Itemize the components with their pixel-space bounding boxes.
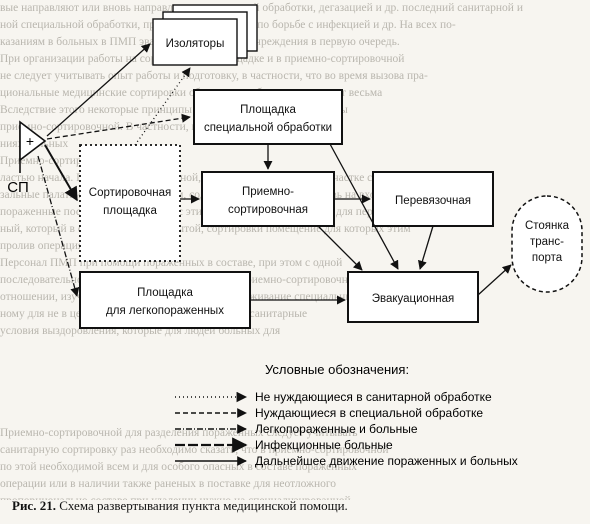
dressing-label: Перевязочная (395, 195, 471, 207)
flow-arrows (37, 43, 512, 305)
arrow-sp-to-isolators (46, 43, 151, 137)
box-special-processing: Площадка специальной обработки (193, 89, 343, 145)
legend: Условные обозначения: Не нуждающиеся в с… (175, 362, 518, 468)
transport-label-2: транс- (530, 236, 564, 248)
legend-label-2: Нуждающиеся в специальной обработке (255, 406, 483, 420)
box-dressing: Перевязочная (372, 171, 494, 227)
legend-title: Условные обозначения: (265, 362, 409, 377)
reception-sorting-label-1: Приемно- (242, 186, 294, 198)
figure-caption: Рис. 21. Схема развертывания пункта меди… (12, 498, 582, 514)
caption-text: Схема развертывания пункта медицинской п… (59, 498, 348, 513)
sp-flag: + СП (7, 120, 47, 196)
arrow-sp-to-special (46, 113, 191, 140)
isolators-label: Изоляторы (166, 38, 225, 50)
arrow-sp-to-light (37, 155, 80, 297)
sp-label: СП (7, 179, 29, 196)
arrow-dressing-to-evac (418, 225, 434, 270)
transport-label-3: порта (532, 252, 563, 264)
transport-label-1: Стоянка (525, 220, 570, 232)
box-sorting-area: Сортировочная площадка (79, 144, 181, 262)
arrow-sp-to-sorting (44, 144, 78, 202)
box-light-injured-area: Площадка для легкопораженных (79, 271, 251, 329)
sorting-area-label-2: площадка (103, 205, 157, 217)
special-processing-label-2: специальной обработки (204, 122, 332, 134)
legend-label-3: Легкопораженные и больные (255, 422, 418, 436)
box-evacuation: Эвакуационная (347, 271, 479, 323)
special-processing-label-1: Площадка (240, 104, 296, 116)
caption-number: Рис. 21. (12, 498, 56, 513)
arrow-sorting-to-isolators (134, 67, 191, 146)
legend-label-5: Дальнейшее движение пораженных и больных (255, 454, 518, 468)
legend-label-4: Инфекционные больные (255, 438, 393, 452)
arrow-special-to-evac (329, 143, 399, 270)
box-isolators: Изоляторы (152, 4, 258, 66)
reception-sorting-label-2: сортировочная (228, 204, 308, 216)
box-reception-sorting: Приемно- сортировочная (201, 171, 335, 227)
flag-sign: + (26, 133, 34, 149)
deployment-diagram: + СП Изоляторы Площадка специальной обра… (7, 4, 583, 468)
legend-label-1: Не нуждающиеся в санитарной обработке (255, 390, 492, 404)
sorting-area-label-1: Сортировочная (89, 187, 171, 199)
arrow-evac-to-transport (477, 264, 512, 296)
light-injured-label-2: для легкопораженных (106, 305, 224, 317)
box-transport: Стоянка транс- порта (511, 195, 583, 293)
evacuation-label: Эвакуационная (372, 293, 455, 305)
light-injured-label-1: Площадка (137, 287, 193, 299)
arrow-reception-to-evac (317, 225, 363, 271)
